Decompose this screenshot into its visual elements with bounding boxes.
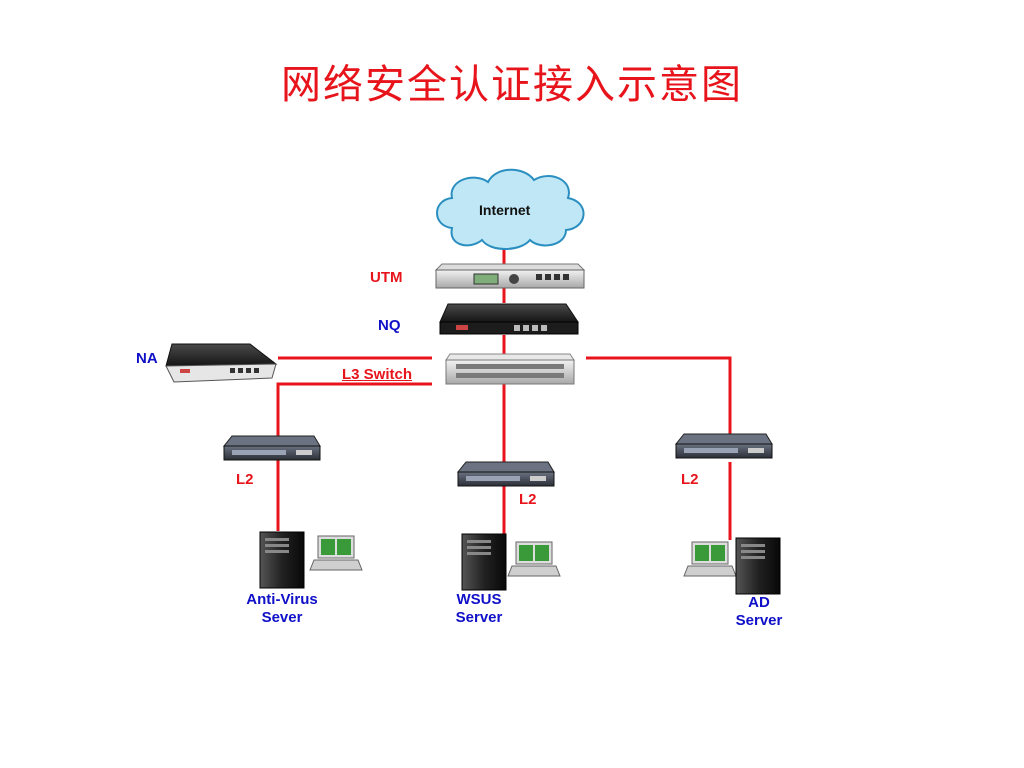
server-tower-icon [735, 537, 781, 595]
antivirus-server-label: Anti-Virus Sever [236, 591, 328, 627]
wsus-server-label: WSUS Server [444, 591, 514, 627]
ad-label-line2: Server [735, 612, 783, 629]
server-tower-icon [259, 531, 305, 589]
link-l3-l2-right [586, 356, 732, 440]
l2-left-label: L2 [236, 471, 254, 488]
rack-appliance-icon [439, 303, 579, 335]
wsus-label-line1: WSUS [456, 591, 502, 608]
rack-appliance-icon [165, 343, 278, 383]
l2-switch-icon [674, 433, 773, 459]
diagram-title: 网络安全认证接入示意图 [281, 62, 743, 108]
antivirus-label-line1: Anti-Virus [246, 591, 318, 608]
na-label: NA [136, 350, 158, 367]
firewall-appliance-icon [434, 263, 586, 289]
workstation-icon [683, 541, 737, 577]
server-tower-icon [461, 533, 507, 591]
utm-label: UTM [370, 269, 403, 286]
workstation-icon [309, 535, 363, 571]
wsus-label-line2: Server [455, 609, 503, 626]
internet-label: Internet [479, 202, 531, 218]
l2-switch-icon [456, 461, 555, 487]
l2-right-label: L2 [681, 471, 699, 488]
ad-label-line1: AD [748, 594, 770, 611]
l3-switch-icon [445, 353, 575, 385]
cloud-icon [436, 168, 585, 250]
ad-server-label: AD Server [724, 594, 794, 630]
l2-center-label: L2 [519, 491, 537, 508]
nq-label: NQ [378, 317, 401, 334]
workstation-icon [507, 541, 561, 577]
antivirus-label-line2: Sever [261, 609, 303, 626]
link-l3-l2-left [276, 382, 432, 437]
links [276, 246, 732, 540]
l3-switch-label: L3 Switch [342, 366, 413, 383]
l2-switch-icon [222, 435, 321, 461]
